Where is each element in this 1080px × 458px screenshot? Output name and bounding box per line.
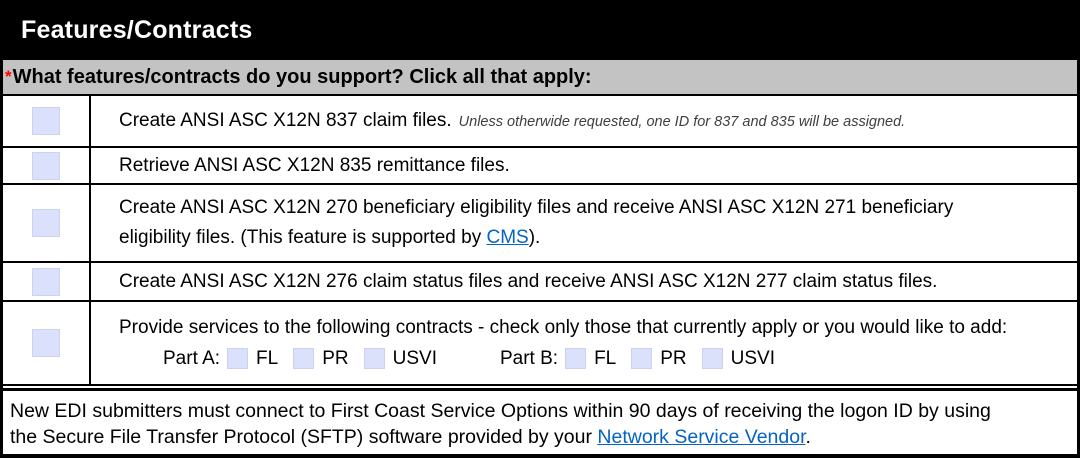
section-title: Features/Contracts bbox=[21, 15, 253, 44]
part-b-pr-label: PR bbox=[660, 347, 687, 369]
feature-text: ). bbox=[528, 227, 541, 248]
feature-text-line2: eligibility files. (This feature is supp… bbox=[119, 223, 1069, 253]
checkbox-cell bbox=[3, 302, 91, 384]
checkbox-part-a-pr[interactable] bbox=[293, 348, 315, 369]
part-a-usvi-label: USVI bbox=[392, 347, 437, 369]
feature-row-835: Retrieve ANSI ASC X12N 835 remittance fi… bbox=[3, 148, 1077, 185]
feature-note: Unless otherwide requested, one ID for 8… bbox=[458, 114, 906, 130]
checkbox-part-b-fl[interactable] bbox=[565, 348, 587, 369]
network-service-vendor-link[interactable]: Network Service Vendor bbox=[597, 426, 806, 448]
checkbox-part-a-usvi[interactable] bbox=[363, 348, 385, 369]
part-b-group: FL PR USVI bbox=[565, 348, 790, 370]
checkbox-270-271-eligibility-files[interactable] bbox=[32, 209, 60, 237]
part-a-fl-label: FL bbox=[256, 347, 279, 369]
feature-text: Create ANSI ASC X12N 276 claim status fi… bbox=[119, 270, 938, 292]
footer-line2: the Secure File Transfer Protocol (SFTP)… bbox=[10, 424, 1069, 450]
checkbox-cell bbox=[3, 148, 91, 183]
checkbox-part-a-fl[interactable] bbox=[227, 348, 249, 369]
part-a-group: FL PR USVI bbox=[227, 348, 452, 370]
feature-text-cell: Provide services to the following contra… bbox=[91, 302, 1077, 384]
table-footer-divider bbox=[3, 384, 1077, 388]
feature-text-cell: Create ANSI ASC X12N 276 claim status fi… bbox=[91, 263, 1077, 300]
checkbox-837-claim-files[interactable] bbox=[32, 107, 60, 135]
checkbox-cell bbox=[3, 263, 91, 300]
checkbox-cell bbox=[3, 185, 91, 261]
feature-text: Retrieve ANSI ASC X12N 835 remittance fi… bbox=[119, 154, 510, 176]
part-b-fl-label: FL bbox=[594, 347, 617, 369]
checkbox-cell bbox=[3, 96, 91, 146]
feature-text-cell: Retrieve ANSI ASC X12N 835 remittance fi… bbox=[91, 148, 1077, 183]
contracts-options-line: Part A: FL PR USVI Part B: FL PR USVI bbox=[119, 348, 1069, 370]
footer-note: New EDI submitters must connect to First… bbox=[3, 388, 1077, 454]
footer-text: . bbox=[805, 426, 811, 448]
part-a-label: Part A: bbox=[163, 347, 221, 369]
feature-text: eligibility files. (This feature is supp… bbox=[119, 227, 487, 248]
checkbox-provide-contract-services[interactable] bbox=[32, 329, 60, 357]
feature-row-276-277: Create ANSI ASC X12N 276 claim status fi… bbox=[3, 263, 1077, 302]
section-header: Features/Contracts bbox=[3, 0, 1077, 60]
part-b-label: Part B: bbox=[499, 347, 559, 369]
feature-text: Create ANSI ASC X12N 837 claim files. bbox=[119, 110, 452, 131]
checkbox-276-277-claim-status-files[interactable] bbox=[32, 267, 60, 296]
part-b-usvi-label: USVI bbox=[730, 347, 776, 369]
feature-text-cell: Create ANSI ASC X12N 270 beneficiary eli… bbox=[91, 185, 1077, 261]
checkbox-part-b-usvi[interactable] bbox=[701, 348, 723, 369]
feature-line: Create ANSI ASC X12N 837 claim files. Unl… bbox=[119, 110, 1069, 132]
required-asterisk: * bbox=[5, 67, 12, 86]
feature-text-line1: Create ANSI ASC X12N 270 beneficiary eli… bbox=[119, 197, 954, 218]
footer-line1: New EDI submitters must connect to First… bbox=[10, 400, 991, 422]
feature-text-line1: Provide services to the following contra… bbox=[119, 316, 1008, 338]
question-text: What features/contracts do you support? … bbox=[12, 65, 592, 88]
checkbox-part-b-pr[interactable] bbox=[631, 348, 653, 369]
part-a-pr-label: PR bbox=[322, 347, 349, 369]
feature-row-270-271: Create ANSI ASC X12N 270 beneficiary eli… bbox=[3, 185, 1077, 263]
cms-link[interactable]: CMS bbox=[486, 227, 529, 248]
feature-row-contracts: Provide services to the following contra… bbox=[3, 302, 1077, 384]
feature-row-837: Create ANSI ASC X12N 837 claim files. Unl… bbox=[3, 96, 1077, 148]
checkbox-835-remittance-files[interactable] bbox=[32, 151, 60, 180]
footer-text: the Secure File Transfer Protocol (SFTP)… bbox=[10, 426, 598, 448]
question-bar: * What features/contracts do you support… bbox=[3, 60, 1077, 96]
feature-text-cell: Create ANSI ASC X12N 837 claim files. Unl… bbox=[91, 96, 1077, 146]
